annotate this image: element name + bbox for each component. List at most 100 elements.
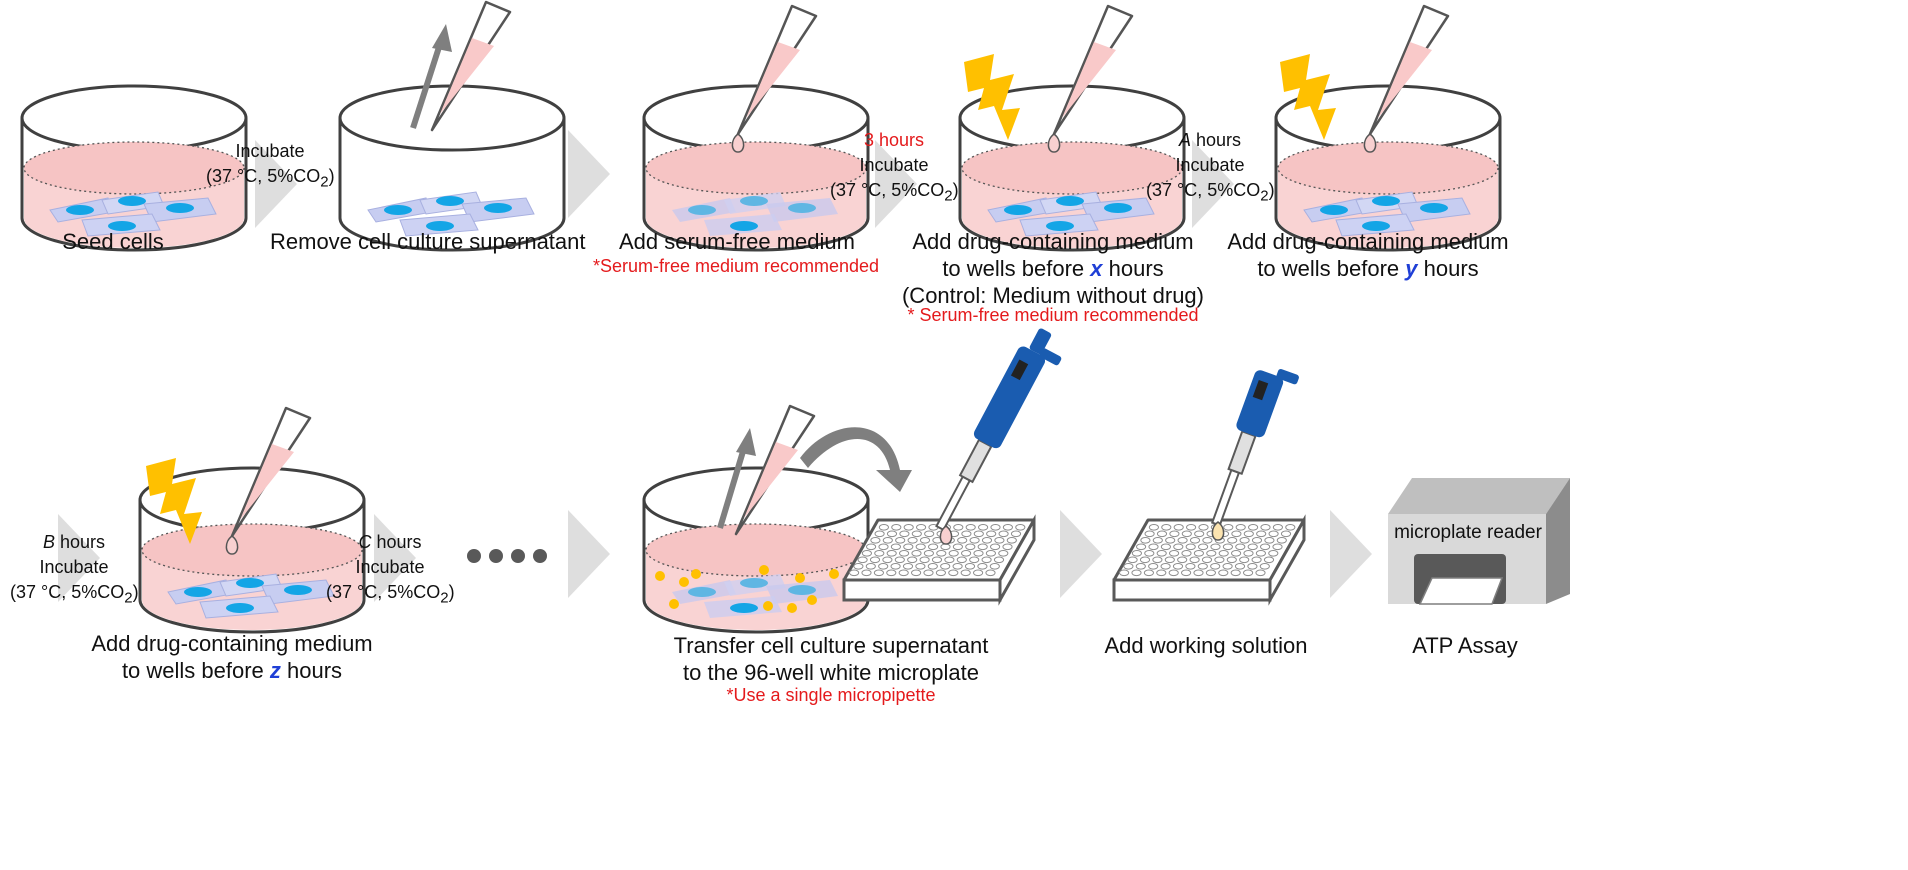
well [1164,556,1175,564]
well [1231,550,1242,557]
well [1160,563,1171,570]
incubation-label: C hours Incubate (37 °C, 5%CO2) [326,532,455,607]
well [1177,537,1188,544]
well [977,563,988,570]
well [923,569,934,577]
up-arrow-icon [410,24,452,129]
well [874,530,885,538]
well [911,550,922,557]
well [924,530,935,538]
well [1206,550,1217,557]
micropipette-icon [935,328,1062,532]
well [1002,543,1013,551]
well [903,543,914,551]
well [1235,543,1246,551]
well [1144,530,1155,538]
well [1260,543,1271,551]
well [1161,524,1172,531]
well [1127,556,1138,564]
well [1197,563,1208,570]
well [1260,524,1271,531]
well [973,550,984,557]
well [1152,556,1163,564]
well [985,569,996,577]
well [890,563,901,570]
well [894,556,905,564]
well [1234,563,1246,570]
well [923,550,935,557]
well [1280,530,1292,538]
well [1143,569,1155,577]
well [961,530,972,538]
well [915,563,926,570]
well [1177,556,1188,564]
well [1140,537,1151,544]
well [890,543,902,551]
well [857,556,868,564]
step-note: *Serum-free medium recommended [592,256,880,276]
variable-y: y [1405,255,1418,281]
well [1268,530,1279,538]
well [873,569,885,577]
flow-arrow-icon [1330,510,1372,598]
well [1165,537,1176,544]
well [944,556,955,564]
well [919,556,930,564]
well [1222,543,1234,551]
flow-arrow-icon [1060,510,1102,598]
well [977,543,988,551]
well [1276,537,1287,544]
well [1186,524,1197,531]
well [956,556,967,564]
well [994,537,1005,544]
well [989,563,1000,570]
well [1015,524,1026,531]
well [940,543,951,551]
well [1201,556,1213,564]
well [1231,530,1242,538]
well [903,524,914,531]
well [1185,543,1196,551]
well [1243,530,1254,538]
well [1272,543,1283,551]
well [853,563,864,570]
well [965,524,976,531]
step-label: Remove cell culture supernatant [270,229,586,254]
well [849,569,860,577]
well [1243,550,1254,557]
well [1193,550,1205,557]
well [1181,569,1192,577]
step-label: Add drug-containing medium to wells befo… [901,229,1204,308]
well [1264,537,1275,544]
well [1251,556,1262,564]
well [948,569,959,577]
well [1189,537,1201,544]
well [978,524,989,531]
well [874,550,885,557]
step-label: Add serum-free medium [619,229,855,254]
well [1230,569,1241,577]
well [1247,563,1258,570]
variable-x: x [1090,255,1103,281]
well [1198,543,1209,551]
well [1002,524,1013,531]
well [1227,537,1238,544]
96-well-plate-icon [1112,518,1306,602]
well [861,550,872,557]
well [1248,524,1259,531]
well [907,556,918,564]
well [886,569,897,577]
well [1256,530,1267,538]
well [886,530,898,538]
well [1119,569,1130,577]
well [919,537,931,544]
well [1181,530,1192,538]
well [1010,530,1022,538]
well [1268,550,1279,557]
well [911,530,922,538]
well [981,537,993,544]
well [1181,550,1192,557]
well [1156,569,1167,577]
step-note: *Use a single micropipette [726,685,936,705]
